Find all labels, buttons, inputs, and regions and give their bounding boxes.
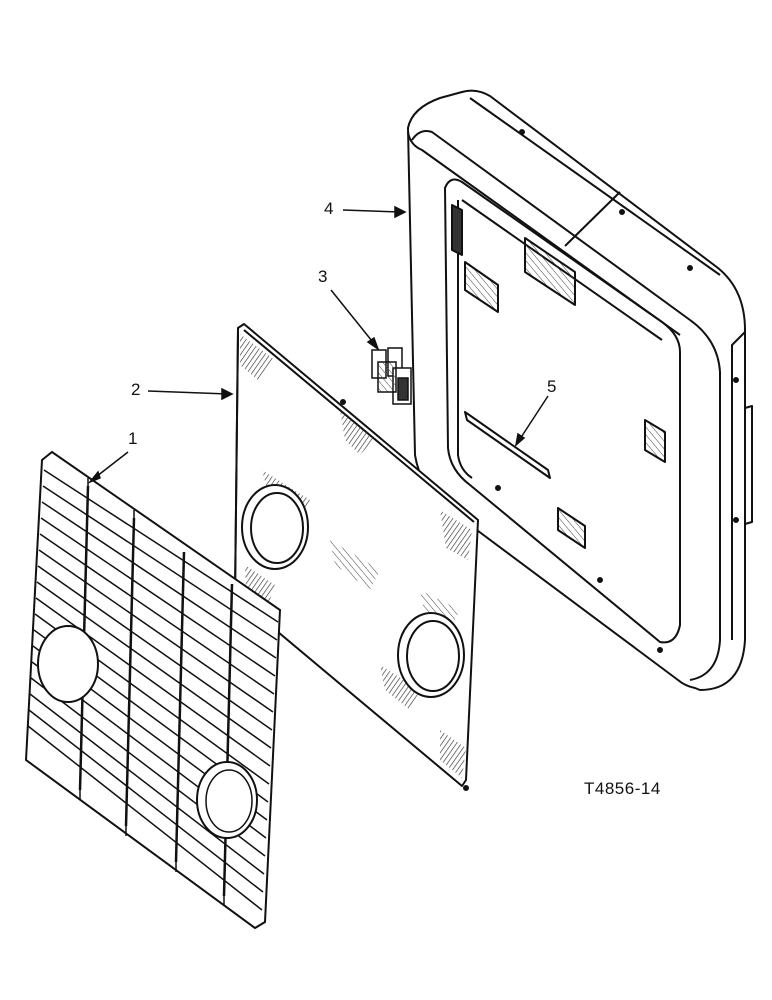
callout-3: 3 — [318, 267, 328, 286]
ih-emblem — [371, 347, 412, 405]
callout-2: 2 — [131, 380, 141, 399]
callout-4: 4 — [324, 199, 334, 218]
callout-5: 5 — [547, 377, 557, 396]
grille-screen — [24, 450, 282, 930]
leader-lines — [87, 205, 549, 484]
grille-panel — [234, 323, 479, 791]
hood-frame — [407, 89, 753, 691]
callout-1: 1 — [128, 429, 138, 448]
figure-id: T4856-14 — [584, 779, 661, 798]
